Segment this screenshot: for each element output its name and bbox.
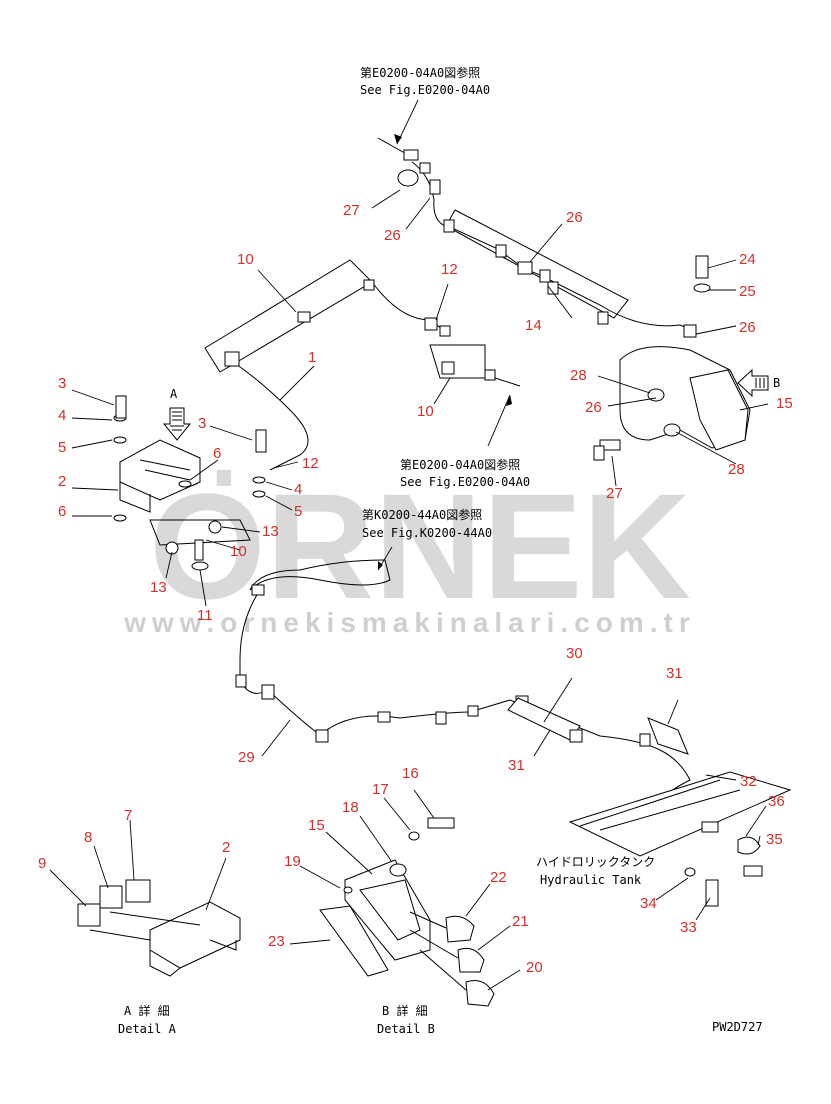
part-number-26: 26: [566, 209, 583, 226]
part-number-10: 10: [417, 403, 434, 420]
part-number-9: 9: [38, 855, 46, 872]
bracket-assembly-b: [593, 255, 751, 461]
part-number-22: 22: [490, 869, 507, 886]
part-number-7: 7: [124, 807, 132, 824]
part-number-26: 26: [384, 227, 401, 244]
part-number-36: 36: [768, 793, 785, 810]
part-number-8: 8: [84, 829, 92, 846]
reference-notes: 第E0200-04A0図参照 See Fig.E0200-04A0 第E0200…: [118, 65, 763, 1036]
part-number-4: 4: [294, 481, 302, 498]
part-number-29: 29: [238, 749, 255, 766]
part-number-12: 12: [441, 261, 458, 278]
part-numbers: 27 26 26 14 10 12 1 10 24 25 26 28 26 15…: [38, 202, 793, 976]
watermark-brand: ÖRNEK: [149, 462, 691, 630]
part-number-13: 13: [262, 523, 279, 540]
detail-b-drawing: [319, 817, 495, 1007]
part-number-21: 21: [512, 913, 529, 930]
part-number-13: 13: [150, 579, 167, 596]
ref-mid-jp: 第E0200-04A0図参照: [400, 457, 520, 472]
part-number-26: 26: [739, 319, 756, 336]
ref-mid-en: See Fig.E0200-04A0: [400, 475, 530, 489]
part-number-4: 4: [58, 407, 66, 424]
ref-top-jp: 第E0200-04A0図参照: [360, 65, 480, 80]
detail-a-en: Detail A: [118, 1022, 177, 1036]
part-number-5: 5: [58, 439, 66, 456]
part-number-28: 28: [728, 461, 745, 478]
part-number-24: 24: [739, 251, 756, 268]
part-number-32: 32: [740, 773, 757, 790]
harness-1: [204, 259, 521, 471]
part-number-18: 18: [342, 799, 359, 816]
view-arrows: A B: [162, 368, 780, 441]
part-number-10: 10: [237, 251, 254, 268]
part-number-5: 5: [294, 503, 302, 520]
part-number-6: 6: [213, 445, 221, 462]
detail-a-jp: A 詳 細: [124, 1003, 170, 1018]
part-number-15: 15: [308, 817, 325, 834]
tank-plate: [568, 771, 792, 907]
view-b-label: B: [773, 376, 780, 390]
watermark-url: www.ornekismakinalari.com.tr: [123, 607, 696, 638]
part-number-3: 3: [58, 375, 66, 392]
bracket-assembly-left: [113, 395, 267, 571]
part-number-2: 2: [222, 839, 230, 856]
figure-code: PW2D727: [712, 1020, 763, 1034]
part-number-27: 27: [343, 202, 360, 219]
hydraulic-tank-jp: ハイドロリックタンク: [536, 855, 655, 869]
detail-a-drawing: [77, 879, 241, 977]
hydraulic-tank-en: Hydraulic Tank: [540, 873, 642, 887]
part-number-34: 34: [640, 895, 657, 912]
part-number-27: 27: [606, 485, 623, 502]
part-number-12: 12: [302, 455, 319, 472]
lower-harness: [235, 559, 691, 806]
part-number-15: 15: [776, 395, 793, 412]
part-number-1: 1: [308, 349, 316, 366]
ref-low-jp: 第K0200-44A0図参照: [362, 507, 482, 522]
detail-b-jp: B 詳 細: [382, 1003, 428, 1018]
ref-top-en: See Fig.E0200-04A0: [360, 83, 490, 97]
part-number-26: 26: [585, 399, 602, 416]
part-number-35: 35: [766, 831, 783, 848]
part-number-20: 20: [526, 959, 543, 976]
part-number-19: 19: [284, 853, 301, 870]
watermark: ÖRNEK www.ornekismakinalari.com.tr: [123, 462, 696, 638]
leader-lines: [49, 189, 769, 991]
part-number-11: 11: [197, 607, 213, 624]
part-number-3: 3: [198, 415, 206, 432]
part-number-16: 16: [402, 765, 419, 782]
part-number-6: 6: [58, 503, 66, 520]
part-number-2: 2: [58, 473, 66, 490]
part-number-28: 28: [570, 367, 587, 384]
part-number-31: 31: [666, 665, 683, 682]
part-number-30: 30: [566, 645, 583, 662]
part-number-31: 31: [508, 757, 525, 774]
detail-b-en: Detail B: [377, 1022, 435, 1036]
part-number-33: 33: [680, 919, 697, 936]
part-number-17: 17: [372, 781, 389, 798]
upper-harness: [397, 149, 697, 338]
part-number-25: 25: [739, 283, 756, 300]
view-a-label: A: [170, 387, 178, 401]
part-number-14: 14: [525, 317, 542, 334]
part-number-10: 10: [230, 543, 247, 560]
ref-low-en: See Fig.K0200-44A0: [362, 526, 492, 540]
part-number-23: 23: [268, 933, 285, 950]
